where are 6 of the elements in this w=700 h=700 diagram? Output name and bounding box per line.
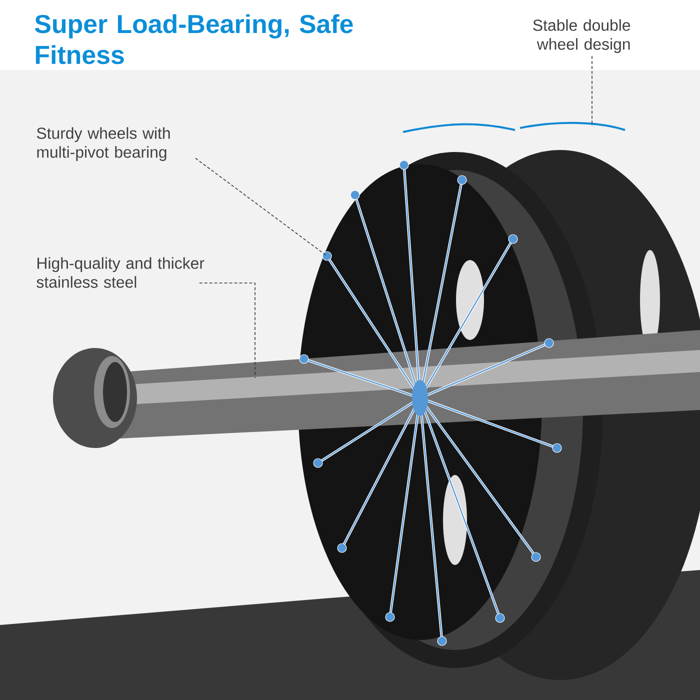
title: Super Load-Bearing, Safe Fitness	[34, 14, 353, 64]
callout-text: Sturdy wheels with multi-pivot bearing	[36, 127, 170, 161]
leader-line	[195, 158, 328, 256]
callout-text: Stable double wheel design	[533, 19, 630, 53]
callout-text: High-quality and thicker stainless steel	[36, 257, 204, 288]
leader-line	[199, 282, 256, 378]
